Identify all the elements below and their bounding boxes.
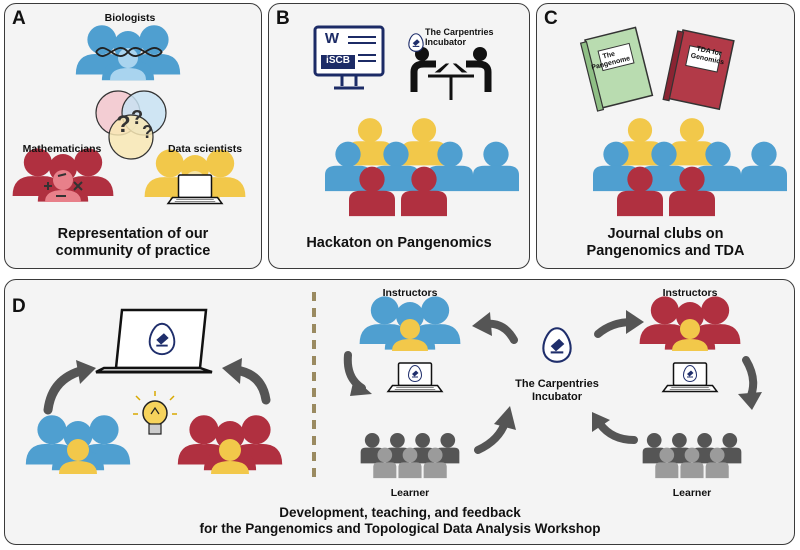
- instructors-left-label: Instructors: [382, 287, 438, 299]
- panel-a-caption: Representation of our community of pract…: [10, 226, 256, 259]
- screen-w-letter: W: [324, 30, 340, 47]
- journal-club-crowd: [593, 118, 787, 217]
- carpentries-b-line2: Incubator: [425, 37, 467, 48]
- screen-iscb-logo: iSCB: [326, 55, 350, 66]
- mathematicians-group: [12, 148, 114, 202]
- carpentries-label-b: The Carpentries Incubator: [425, 27, 505, 48]
- panel-c-caption-line2: Pangenomics and TDA: [586, 242, 745, 259]
- monitor-icon: [313, 25, 385, 90]
- panel-b-label: B: [276, 8, 290, 29]
- hackathon-crowd: [325, 118, 519, 217]
- incubator-line1: The Carpentries: [515, 378, 599, 390]
- panel-d-caption-line2: for the Pangenomics and Topological Data…: [199, 520, 601, 536]
- instructors-left-group: [359, 296, 461, 351]
- lightbulb-icon: [133, 391, 177, 435]
- panel-d-caption-line1: Development, teaching, and feedback: [279, 505, 521, 520]
- biologists-group: [75, 25, 181, 81]
- laptop-icon: [95, 308, 213, 374]
- question-mark-icon: ? ? ?: [116, 107, 153, 142]
- panel-d-label: D: [12, 296, 26, 317]
- curved-arrow-icon: [596, 420, 638, 444]
- svg-text:?: ?: [131, 107, 143, 129]
- instructors-right-group: [639, 296, 741, 351]
- panel-d-caption: Development, teaching, and feedback for …: [150, 505, 650, 536]
- learner-right-label: Learner: [672, 487, 712, 499]
- panel-b-caption: Hackaton on Pangenomics: [306, 235, 492, 251]
- mathematicians-trio-d: [177, 415, 283, 474]
- panel-c: [536, 3, 795, 269]
- math-symbols-icon: [44, 173, 83, 197]
- book-icon: [662, 29, 735, 111]
- egg-logo-icon: [408, 33, 424, 52]
- biologists-trio-d: [25, 415, 131, 474]
- biologists-label: Biologists: [104, 12, 156, 24]
- panel-b: [268, 3, 530, 269]
- panel-c-label: C: [544, 8, 558, 29]
- crowd-icon: [642, 432, 742, 479]
- panel-a-caption-line2: community of practice: [55, 242, 211, 259]
- panel-a-caption-line1: Representation of our: [57, 226, 209, 242]
- data-scientists-label: Data scientists: [167, 143, 243, 155]
- book-icon: [579, 26, 654, 112]
- curved-arrow-icon: [43, 365, 89, 415]
- panel-c-caption-line1: Journal clubs on: [607, 226, 724, 242]
- panel-a-label: A: [12, 8, 26, 29]
- carpentries-b-line1: The Carpentries: [425, 27, 494, 37]
- egg-logo-icon: [542, 327, 572, 363]
- panel-c-caption: Journal clubs on Pangenomics and TDA: [538, 226, 793, 259]
- learner-left-label: Learner: [390, 487, 430, 499]
- people-at-table-icon: [410, 47, 492, 100]
- incubator-center-label: The Carpentries Incubator: [502, 378, 612, 403]
- svg-text:?: ?: [116, 111, 131, 138]
- incubator-line2: Incubator: [531, 390, 583, 403]
- instructors-right-label: Instructors: [662, 287, 718, 299]
- data-scientists-group: [144, 149, 246, 205]
- venn-diagram: [95, 90, 167, 160]
- crowd-icon: [360, 432, 460, 479]
- mathematicians-label: Mathematicians: [22, 143, 102, 155]
- curved-arrow-icon: [742, 356, 758, 402]
- svg-text:?: ?: [142, 122, 153, 142]
